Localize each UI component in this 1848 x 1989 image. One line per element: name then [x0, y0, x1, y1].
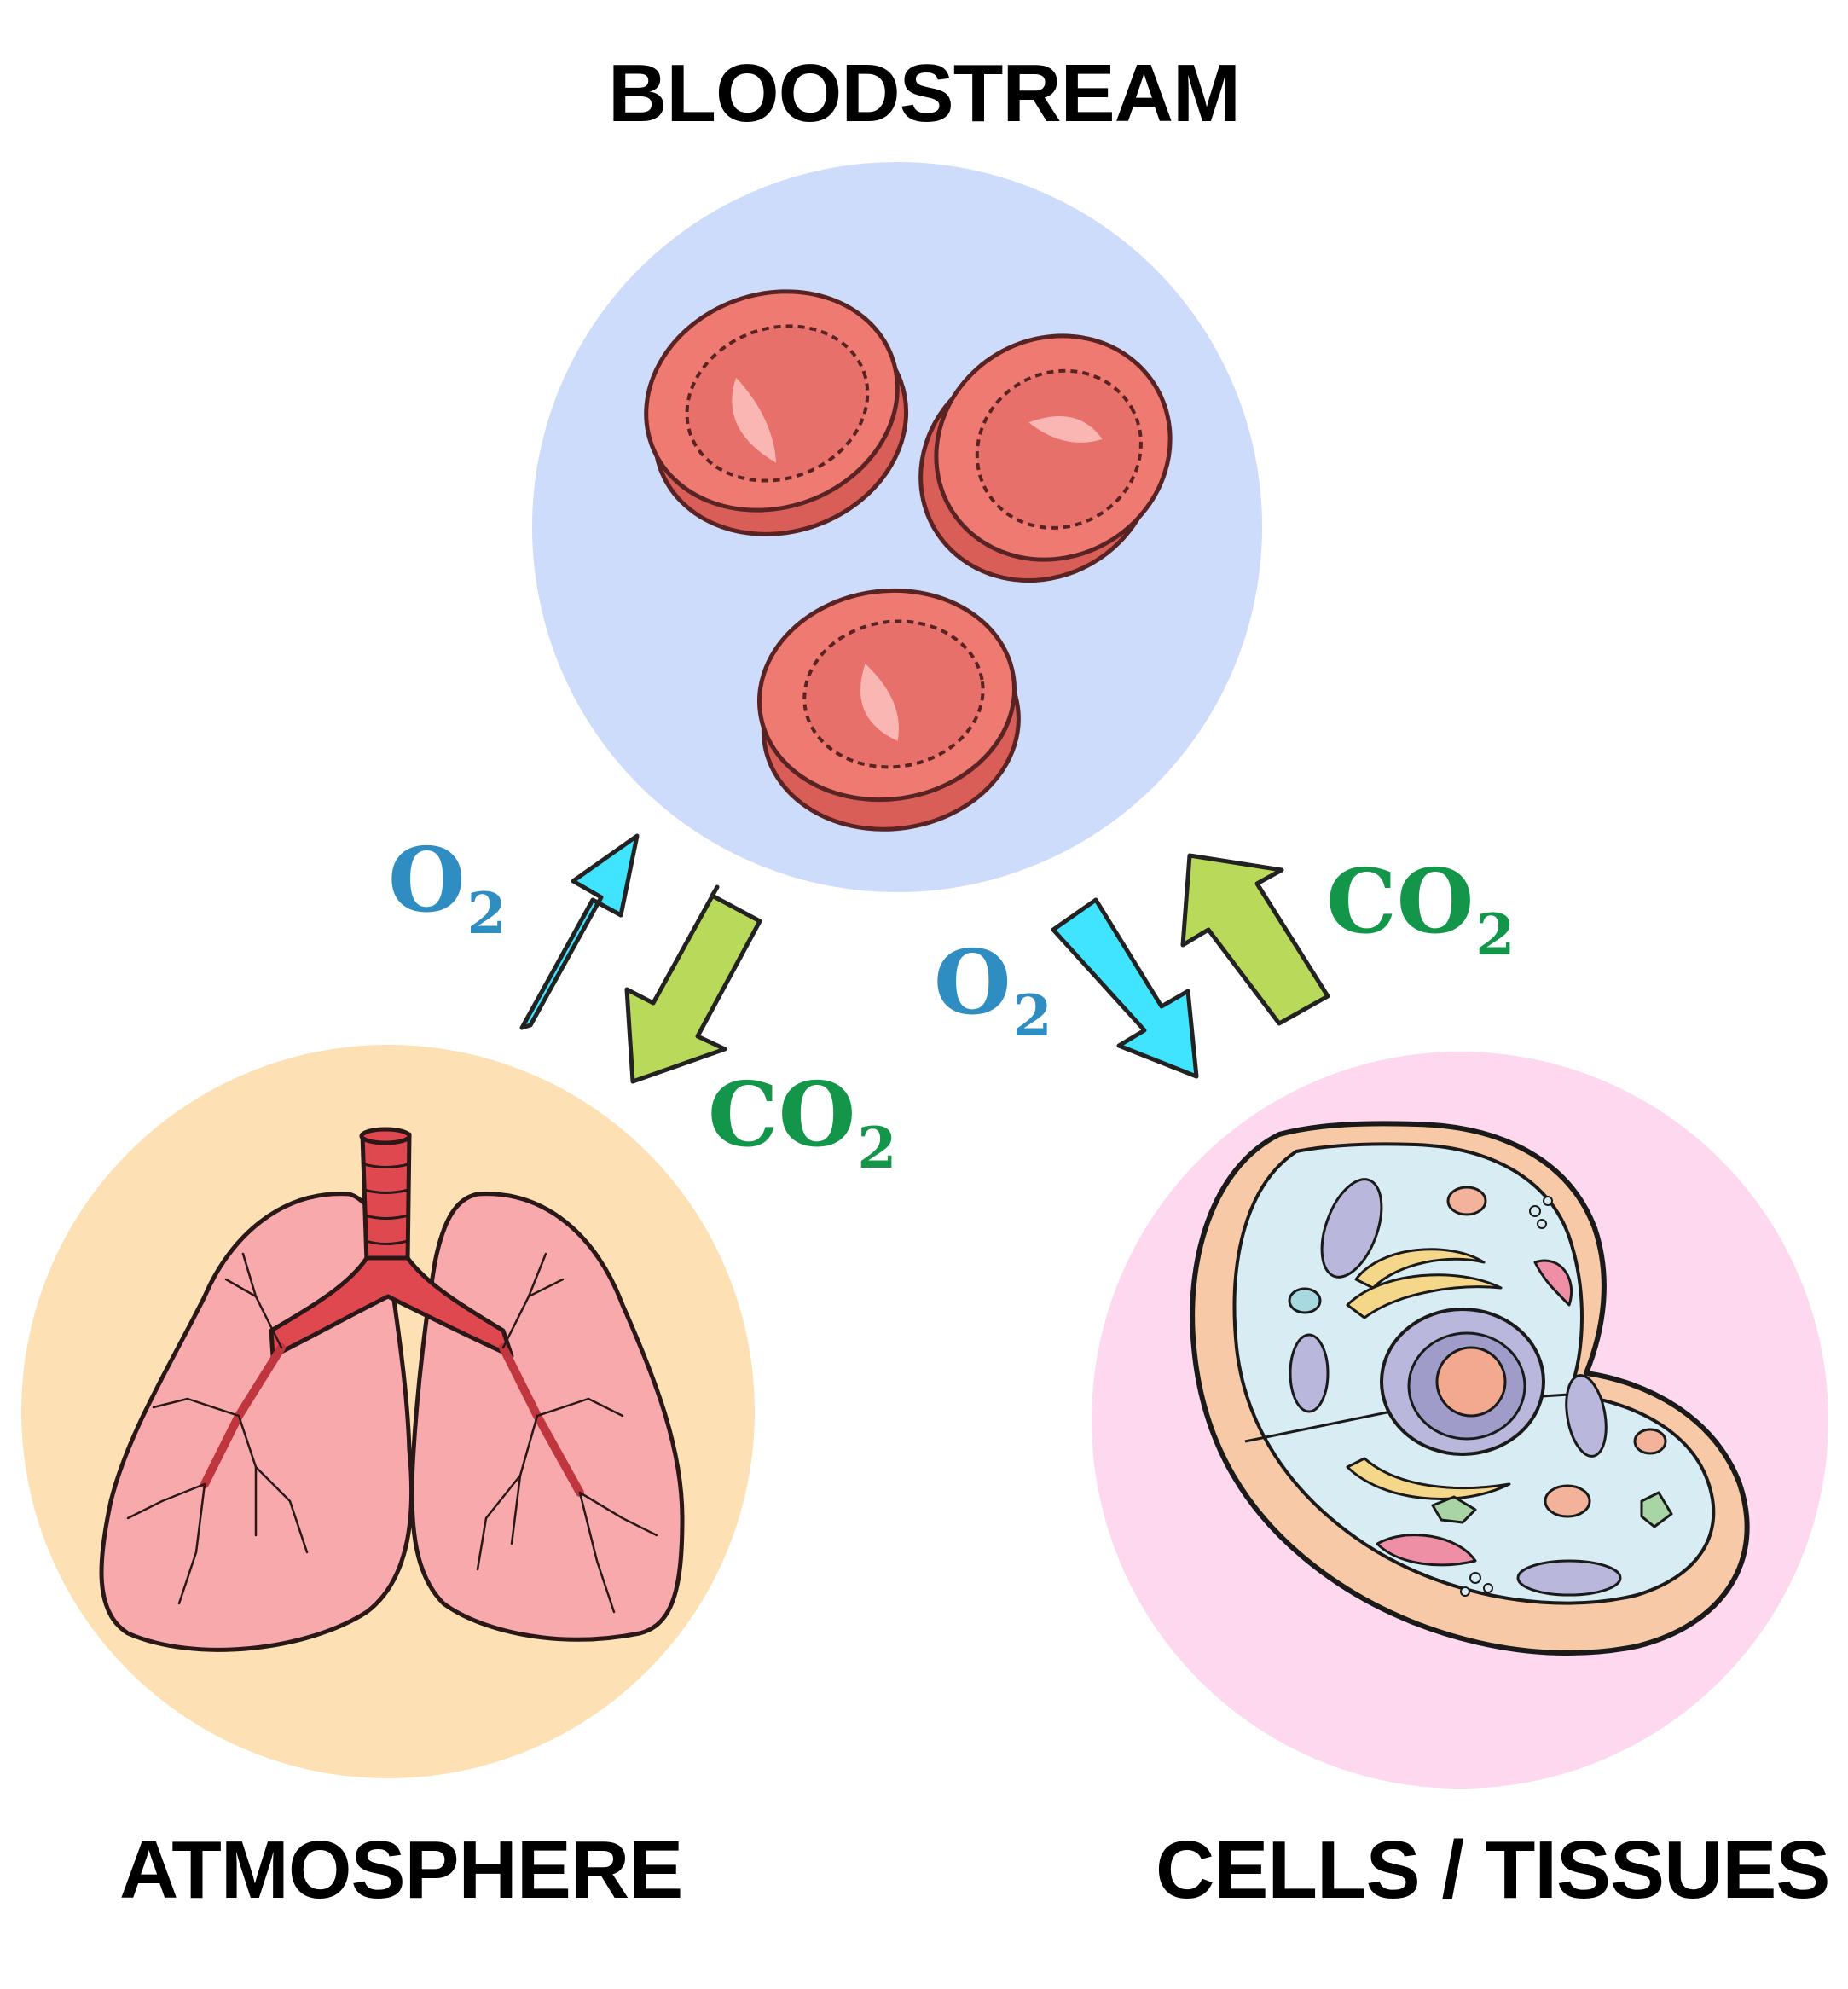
o2-left-main: O — [388, 827, 466, 932]
o2-right-main: O — [934, 930, 1011, 1035]
red-blood-cell-icon — [644, 289, 1173, 832]
co2-left-main: CO — [708, 1062, 856, 1167]
arrow-o2-down-right — [1051, 897, 1199, 1079]
o2-right-sub: 2 — [1012, 983, 1052, 1049]
cells-tissues-label: CELLS / TISSUES — [1156, 1824, 1830, 1916]
co2-label-left: CO2 — [708, 1070, 896, 1177]
bloodstream-label: BLOODSTREAM — [608, 48, 1241, 139]
co2-left-sub: 2 — [857, 1115, 897, 1181]
lungs-icon — [99, 1127, 685, 1652]
o2-label-right: O2 — [934, 938, 1052, 1045]
arrow-o2-up-left — [519, 833, 640, 1030]
arrow-co2-up-right — [1180, 853, 1330, 1026]
atmosphere-label: ATMOSPHERE — [119, 1824, 683, 1916]
o2-label-left: O2 — [388, 836, 507, 942]
animal-cell-icon — [1190, 1121, 1750, 1656]
co2-right-main: CO — [1326, 849, 1474, 954]
co2-right-sub: 2 — [1475, 902, 1515, 968]
co2-label-right: CO2 — [1326, 857, 1515, 964]
o2-left-sub: 2 — [466, 880, 507, 947]
arrow-co2-down-left — [624, 884, 762, 1084]
